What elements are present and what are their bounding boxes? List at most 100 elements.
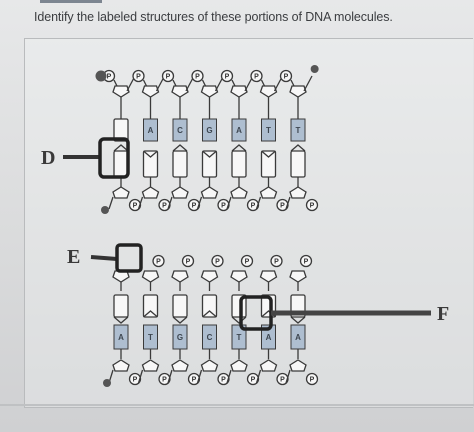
phosphate-circle [132, 69, 145, 83]
phosphate-circle [217, 372, 230, 386]
base-notch [172, 144, 188, 152]
callout-line-e [90, 255, 118, 261]
phosphate-label: P [251, 203, 256, 210]
question-text: Identify the labeled structures of these… [34, 10, 393, 24]
phosphate-circle [250, 69, 263, 83]
sugar-pentagon [289, 270, 307, 283]
base-label-block [261, 118, 276, 142]
base-letter: A [295, 333, 301, 342]
backbone-bond [231, 79, 236, 87]
backbone-bond [285, 196, 291, 210]
base-block [290, 150, 306, 178]
phosphate-label: P [192, 203, 197, 210]
phosphate-circle [240, 254, 254, 268]
base-letter: A [118, 333, 124, 342]
nucleotide-pair: PCP [161, 69, 201, 212]
nucleotide-pair: PGP [167, 254, 201, 386]
sugar-pentagon [171, 186, 189, 199]
backbone-bond [196, 196, 203, 210]
base-notch [143, 150, 158, 158]
phosphate-circle [299, 254, 313, 268]
sugar-pentagon [171, 359, 189, 372]
nucleotide-pair: P T P [250, 69, 289, 212]
base-notch [172, 316, 188, 324]
sugar-pentagon [230, 270, 248, 283]
phosphate-circle [305, 198, 319, 212]
backbone-bond [142, 79, 148, 87]
phosphate-label: P [186, 259, 191, 266]
phosphate-label: P [280, 203, 285, 210]
phosphate-label: P [215, 259, 220, 266]
sugar-pentagon [289, 359, 307, 372]
base-block [260, 150, 277, 178]
sugar-pentagon [112, 85, 130, 98]
nucleotide-pair: PGP [191, 69, 230, 212]
base-block [231, 150, 247, 178]
strand-end-circle [95, 70, 107, 82]
sugar-pentagon [112, 359, 130, 372]
base-letter: T [237, 333, 242, 342]
sugar-pentagon [200, 85, 219, 98]
nucleotide-pair: PTP [137, 254, 171, 386]
backbone-bond [255, 369, 262, 384]
sugar-pentagon [141, 359, 160, 372]
sugar-pentagon [112, 186, 130, 199]
sugar-pentagon [200, 186, 219, 199]
base-notch [231, 316, 247, 324]
phosphate-label: P [245, 259, 250, 266]
base-letter: T [266, 126, 271, 135]
base-notch [202, 150, 217, 158]
base-block [201, 294, 218, 318]
phosphate-label: P [136, 74, 141, 81]
phosphate-label: P [254, 74, 259, 81]
base-letter: G [177, 333, 183, 342]
base-label-block [202, 118, 217, 142]
base-notch [143, 310, 158, 318]
base-label-block [143, 118, 158, 142]
base-notch [290, 316, 306, 324]
phosphate-label: P [221, 203, 226, 210]
label-f: F [437, 303, 449, 325]
sugar-pentagon [230, 85, 248, 98]
phosphate-label: P [195, 74, 200, 81]
sugar-pentagon [141, 270, 160, 283]
phosphate-label: P [107, 74, 112, 81]
nucleotide-pair: PP [102, 69, 142, 212]
backbone-bond [108, 196, 114, 210]
phosphate-circle [191, 69, 204, 83]
label-d: D [41, 147, 55, 169]
base-label-block [290, 118, 306, 142]
base-letter: A [266, 333, 272, 342]
phosphate-circle [187, 372, 201, 386]
sugar-pentagon [141, 186, 160, 199]
phosphate-label: P [133, 203, 138, 210]
base-block [142, 150, 159, 178]
sugar-pentagon [259, 186, 278, 199]
phosphate-label: P [310, 203, 315, 210]
nucleotide-pair: PCP [196, 254, 230, 386]
phosphate-label: P [310, 377, 315, 384]
phosphate-circle [220, 69, 234, 83]
sugar-pentagon [259, 85, 278, 98]
phosphate-circle [158, 372, 171, 386]
strand-end-circle [310, 65, 319, 73]
base-notch [261, 150, 276, 158]
phosphate-circle [211, 254, 224, 268]
phosphate-label: P [221, 377, 226, 384]
base-block [113, 150, 129, 178]
highlight-box-e [115, 243, 143, 273]
base-notch [231, 144, 247, 152]
backbone-bond [167, 369, 173, 384]
bottom-divider [0, 404, 474, 406]
backbone-bond [260, 79, 266, 87]
phosphate-circle [128, 372, 142, 386]
backbone-bond [137, 369, 144, 384]
backbone-bond [167, 196, 173, 210]
label-e: E [67, 246, 80, 268]
strand-end-circle [103, 379, 111, 387]
phosphate-label: P [284, 74, 289, 81]
highlight-box-d [98, 137, 130, 179]
